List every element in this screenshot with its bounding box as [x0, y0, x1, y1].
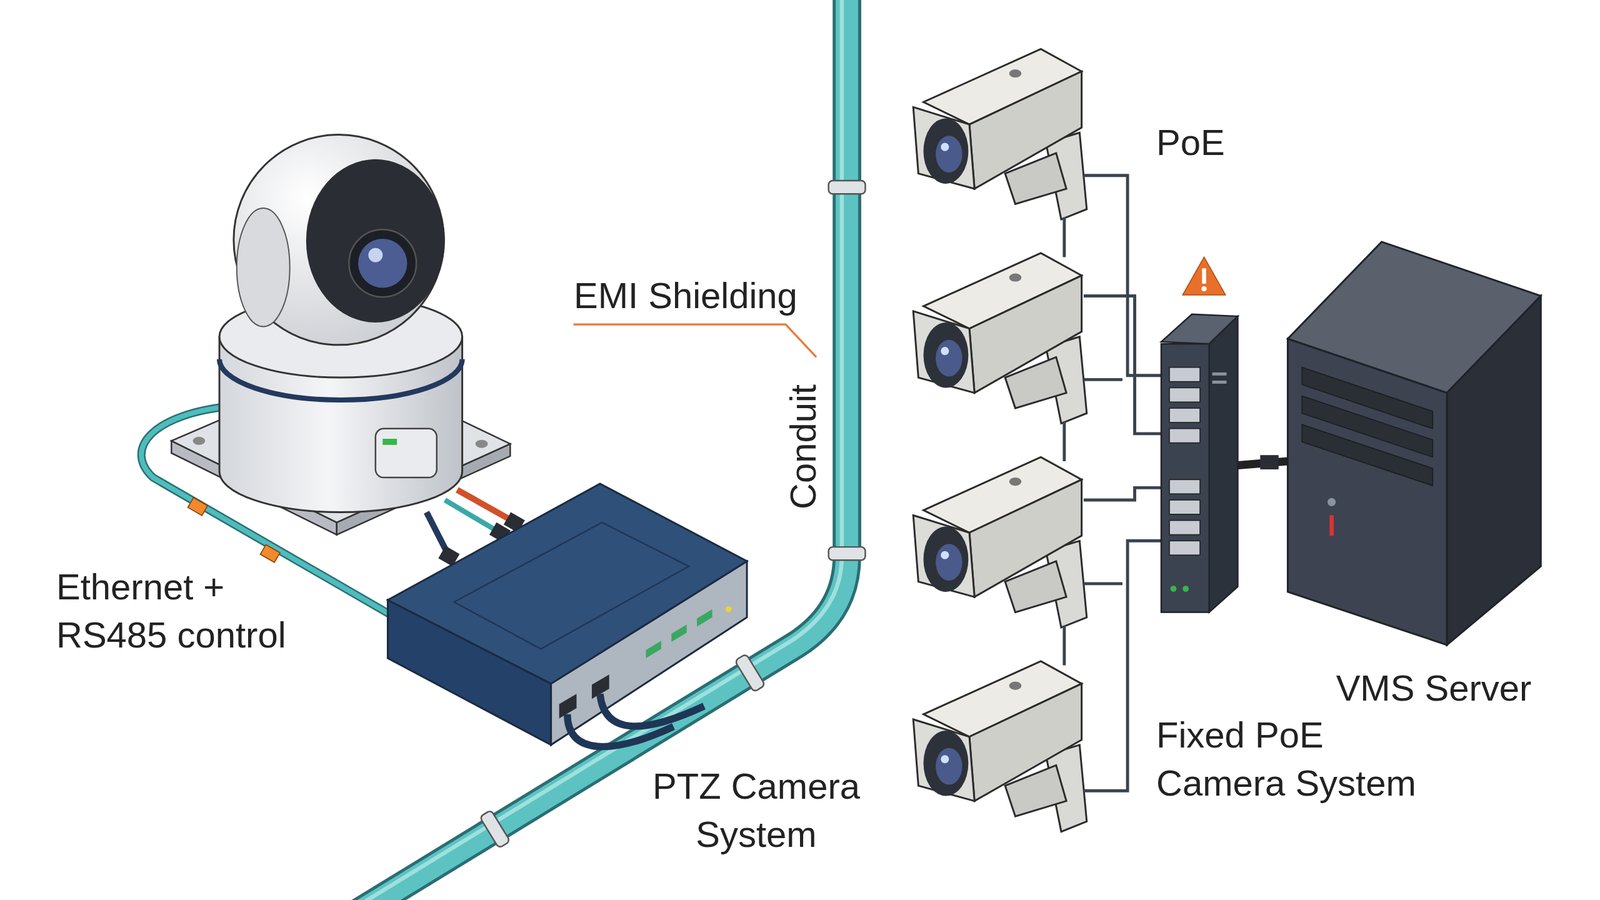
- poe-switch: [1182, 585, 1189, 592]
- network-switch: [567, 714, 674, 747]
- server-label: VMS Server: [1336, 663, 1532, 712]
- vms-server: [1329, 515, 1334, 536]
- control-cable: [456, 490, 515, 523]
- poe-cable: [1083, 487, 1164, 500]
- conduit-pipe: [354, 0, 842, 900]
- poe-switch: [1169, 367, 1200, 382]
- ptz-camera: [382, 438, 397, 445]
- vms-server: [1301, 424, 1433, 486]
- poe-switch: [1169, 428, 1200, 444]
- warning-symbol: [1182, 256, 1226, 295]
- network-switch: [387, 483, 747, 684]
- conduit-clamp: [828, 180, 866, 194]
- network-switch: [600, 693, 705, 727]
- fixed-camera: [913, 253, 1087, 424]
- warning-symbol: [1201, 268, 1207, 284]
- poe-switch: [1170, 585, 1177, 592]
- uplink-cable: [1237, 455, 1288, 470]
- poe-cable: [1062, 421, 1066, 462]
- poe-cable: [1083, 378, 1123, 382]
- system-label: Fixed PoE Camera System: [1156, 710, 1438, 807]
- vms-server: [1287, 241, 1541, 645]
- vms-server: [1446, 295, 1541, 645]
- poe-cable: [1064, 175, 1164, 791]
- poe-cable: [1083, 540, 1164, 791]
- uplink-cable: [1260, 455, 1279, 470]
- ptz-camera: [306, 159, 445, 323]
- ptz-base-plate: [193, 436, 206, 445]
- ptz-camera: [368, 248, 383, 263]
- conduit-pipe: [354, 0, 848, 900]
- control-cable: [445, 500, 500, 533]
- poe-cable: [1062, 217, 1066, 258]
- system-label: PTZ Camera System: [631, 761, 882, 859]
- poe-cable: [1062, 625, 1066, 666]
- poe-cable: [1083, 581, 1123, 585]
- poe-switch: [1209, 316, 1239, 612]
- conduit-pipe: [356, 0, 847, 900]
- warning-symbol: [1201, 286, 1207, 292]
- ethernet-cable: [260, 544, 280, 563]
- poe-switch: [1161, 343, 1210, 612]
- poe-switch: [1212, 380, 1227, 384]
- ptz-camera: [219, 359, 463, 400]
- conduit-clamp: [479, 180, 865, 849]
- emi-shielding-label: EMI Shielding: [573, 271, 798, 320]
- poe-switch: [1169, 479, 1200, 494]
- vms-server: [1287, 338, 1447, 645]
- network-switch: [696, 609, 712, 627]
- network-switch: [671, 624, 687, 642]
- poe-switch: [1169, 520, 1200, 535]
- network-switch: [454, 522, 690, 649]
- cable-label: Ethernet + RS485 control: [56, 562, 319, 659]
- ptz-camera: [348, 229, 417, 297]
- fixed-camera: [913, 48, 1087, 832]
- poe-cable: [1083, 295, 1164, 434]
- poe-switch: [1169, 500, 1200, 515]
- ptz-camera: [375, 428, 437, 478]
- leader-line: [573, 324, 817, 357]
- fixed-camera: [913, 48, 1087, 220]
- network-switch: [387, 483, 747, 747]
- warning-symbol: [1182, 256, 1226, 295]
- poe-label: PoE: [1156, 118, 1225, 167]
- ptz-base-plate: [475, 440, 489, 449]
- conduit-clamp: [735, 653, 766, 692]
- network-switch: [725, 606, 732, 613]
- poe-switch: [1212, 372, 1227, 376]
- poe-switch: [1169, 387, 1200, 402]
- network-switch: [645, 640, 661, 659]
- ptz-camera: [358, 238, 407, 288]
- vms-server: [1327, 498, 1336, 507]
- ptz-camera: [236, 208, 290, 327]
- poe-switch: [1169, 408, 1200, 423]
- poe-cable: [1083, 175, 1164, 376]
- conduit-pipe: [356, 0, 847, 900]
- ptz-camera: [219, 135, 463, 513]
- conduit-clamp: [828, 546, 866, 560]
- poe-switch: [1161, 314, 1238, 613]
- ethernet-cable: [188, 497, 209, 516]
- conduit-clamp: [479, 810, 510, 849]
- fixed-camera: [913, 661, 1087, 832]
- conduit-label: Conduit: [781, 384, 825, 510]
- poe-switch: [1169, 540, 1200, 555]
- fixed-camera: [913, 456, 1087, 628]
